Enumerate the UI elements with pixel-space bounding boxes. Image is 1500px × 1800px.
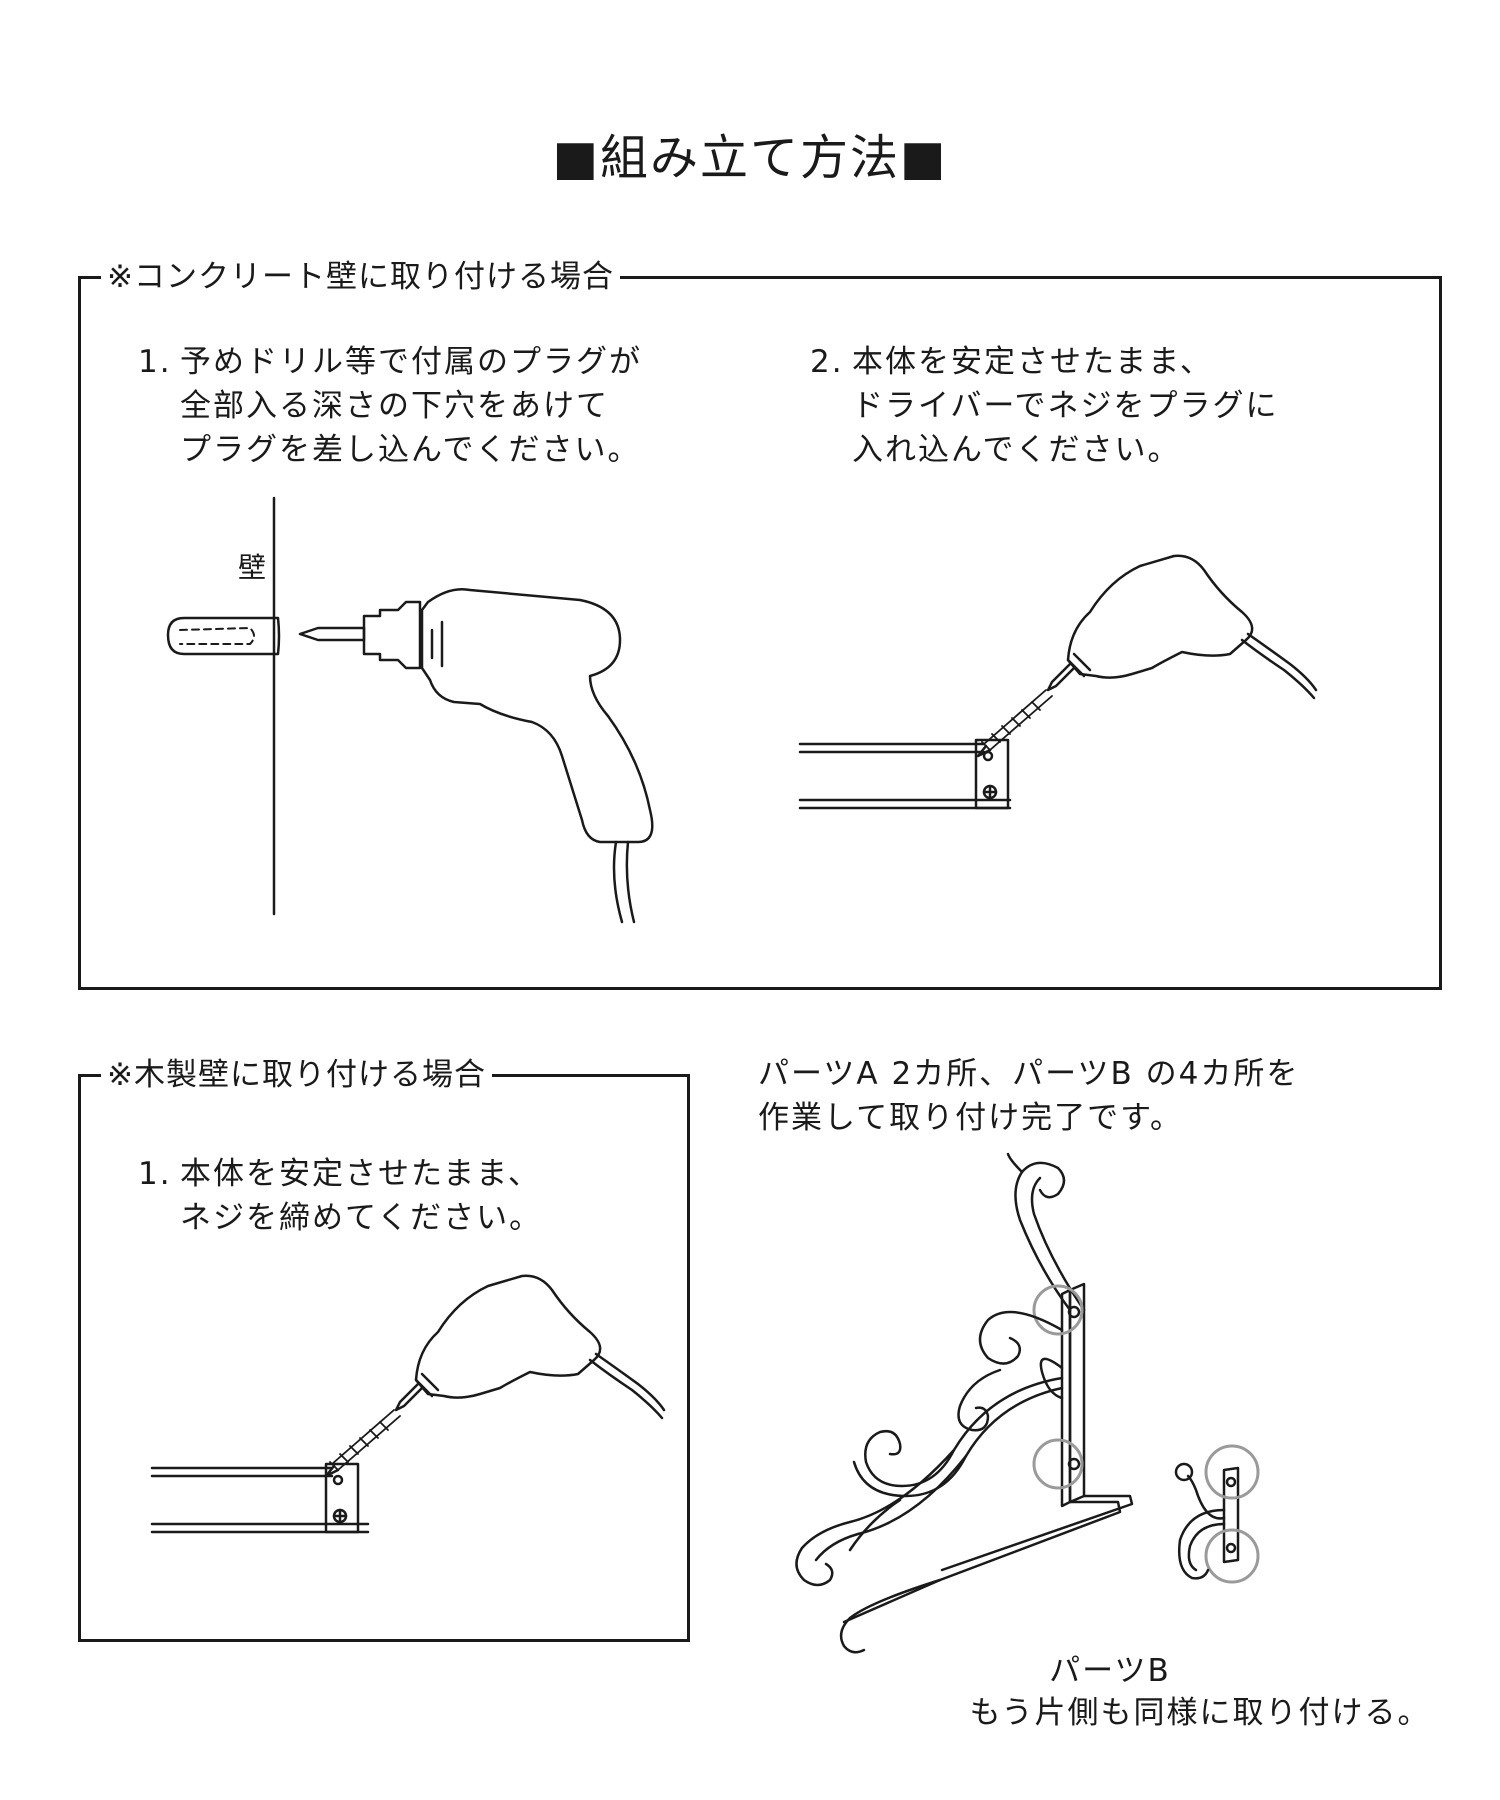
screw-icon	[331, 1409, 401, 1471]
parts-b-caption: パーツB もう片側も同様に取り付ける。	[940, 1650, 1460, 1734]
bracket-plate	[324, 1462, 360, 1534]
scroll-top	[1014, 1161, 1072, 1312]
step-line: 本体を安定させたまま、	[180, 1156, 541, 1192]
step-number: 1.	[138, 344, 172, 380]
caption-line: 作業して取り付け完了です。	[758, 1100, 1183, 1136]
caption-line: パーツA 2カ所、パーツB の4カ所を	[758, 1056, 1300, 1092]
step-line: 全部入る深さの下穴をあけて	[180, 388, 609, 424]
highlight-circle	[1204, 1444, 1260, 1500]
parts-b-label: パーツB	[1049, 1653, 1171, 1689]
hook-icon	[1178, 1508, 1226, 1580]
page-title: ■組み立て方法■	[552, 130, 948, 186]
concrete-step-2: 2.本体を安定させたまま、 ドライバーでネジをプラグに 入れ込んでください。	[810, 340, 1279, 472]
wood-step-1: 1.本体を安定させたまま、 ネジを締めてください。	[138, 1152, 542, 1240]
concrete-wall-heading: ※コンクリート壁に取り付ける場合	[101, 255, 620, 299]
screw-bracket-illustration-concrete	[798, 554, 1318, 810]
step-number: 1.	[138, 1156, 172, 1192]
drill-icon	[362, 600, 422, 670]
screwdriver-icon	[414, 1274, 602, 1399]
step-line: ネジを締めてください。	[180, 1200, 543, 1236]
screw-bracket-illustration-wood	[150, 1274, 666, 1534]
concrete-wall-section: ※コンクリート壁に取り付ける場合	[78, 255, 1442, 990]
finish-caption: パーツA 2カ所、パーツB の4カ所を 作業して取り付け完了です。	[758, 1052, 1299, 1140]
assembled-bracket-illustration	[795, 1152, 1260, 1654]
step-line: 予めドリル等で付属のプラグが	[180, 344, 642, 380]
parts-b-note: もう片側も同様に取り付ける。	[969, 1695, 1431, 1731]
highlight-circle	[1204, 1528, 1260, 1584]
drill-plug-illustration	[166, 496, 654, 924]
drill-bit-icon	[298, 626, 366, 642]
concrete-step-1: 1.予めドリル等で付属のプラグが 全部入る深さの下穴をあけて プラグを差し込んで…	[138, 340, 642, 472]
wood-wall-heading: ※木製壁に取り付ける場合	[101, 1053, 492, 1097]
bracket-plate	[974, 738, 1010, 810]
highlight-circle	[1032, 1284, 1084, 1336]
step-line: ドライバーでネジをプラグに	[852, 388, 1279, 424]
plug-icon	[166, 616, 281, 656]
wall-label: 壁	[238, 551, 267, 584]
screwdriver-icon	[1066, 554, 1254, 679]
wood-wall-section: ※木製壁に取り付ける場合	[78, 1053, 690, 1642]
step-line: 入れ込んでください。	[852, 432, 1181, 468]
step-line: 本体を安定させたまま、	[852, 344, 1213, 380]
step-number: 2.	[810, 344, 844, 380]
highlight-circle	[1032, 1438, 1084, 1490]
step-line: プラグを差し込んでください。	[180, 432, 641, 468]
